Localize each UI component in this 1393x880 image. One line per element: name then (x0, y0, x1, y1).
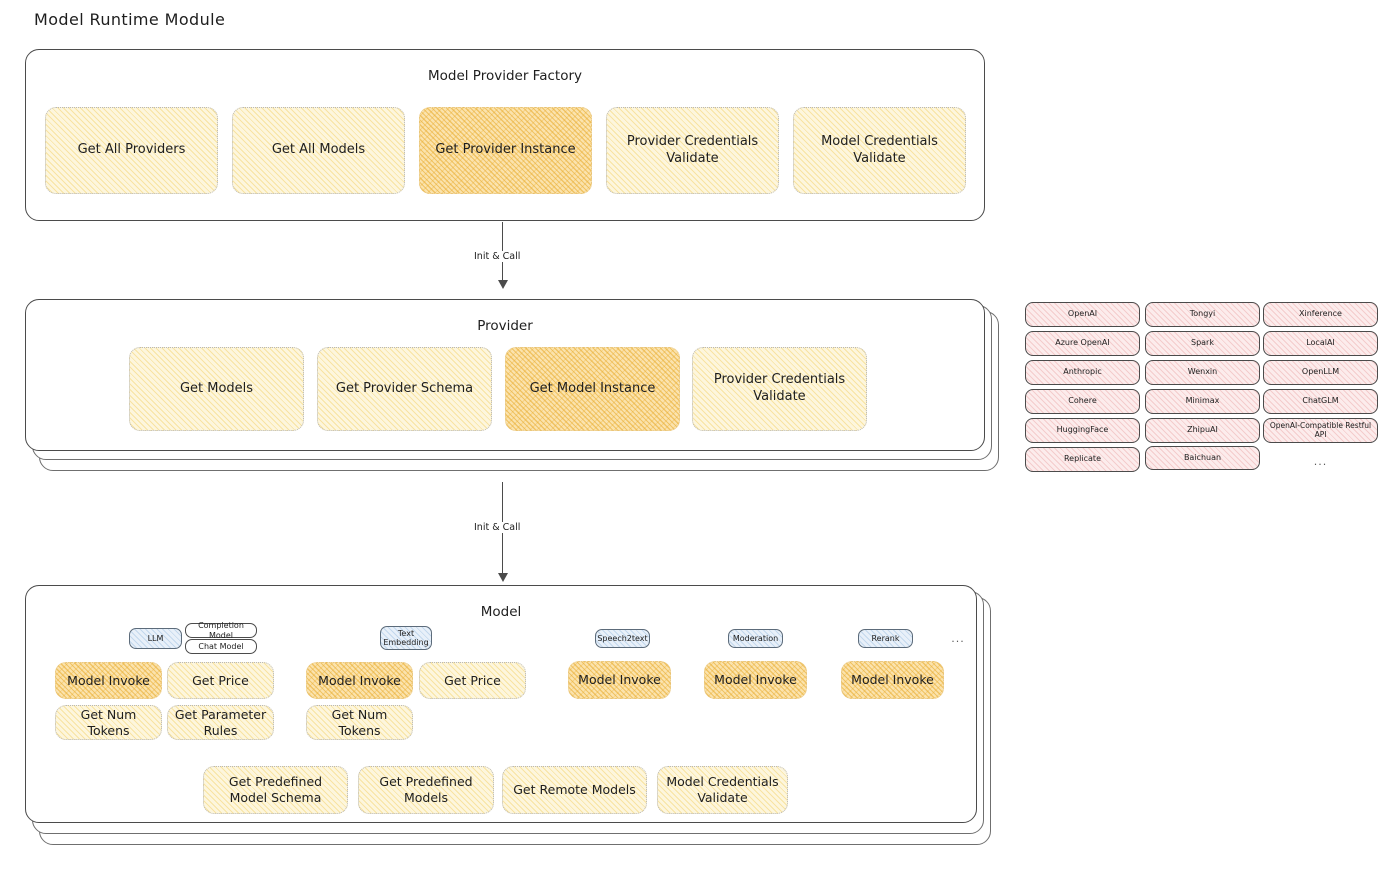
chip-chat-model[interactable]: Chat Model (185, 639, 257, 654)
model-group: Model (25, 585, 977, 823)
provider-pill-azure-openai[interactable]: Azure OpenAI (1025, 331, 1140, 356)
node-llm-model-invoke[interactable]: Model Invoke (55, 662, 162, 699)
node-rerank-model-invoke[interactable]: Model Invoke (841, 661, 944, 699)
chip-text-embedding[interactable]: Text Embedding (380, 626, 432, 650)
provider-pill-wenxin[interactable]: Wenxin (1145, 360, 1260, 385)
node-speech2text-model-invoke[interactable]: Model Invoke (568, 661, 671, 699)
node-get-predefined-model-schema[interactable]: Get Predefined Model Schema (203, 766, 348, 814)
node-get-provider-schema[interactable]: Get Provider Schema (317, 347, 492, 431)
provider-pill-tongyi[interactable]: Tongyi (1145, 302, 1260, 327)
node-embedding-get-price[interactable]: Get Price (419, 662, 526, 699)
chip-llm[interactable]: LLM (129, 628, 182, 649)
chip-speech2text[interactable]: Speech2text (595, 629, 650, 648)
provider-pill-zhipuai[interactable]: ZhipuAI (1145, 418, 1260, 443)
node-get-predefined-models[interactable]: Get Predefined Models (358, 766, 494, 814)
chip-rerank[interactable]: Rerank (858, 629, 913, 648)
node-get-model-instance[interactable]: Get Model Instance (505, 347, 680, 431)
provider-pill-replicate[interactable]: Replicate (1025, 447, 1140, 472)
node-model-credentials-validate[interactable]: Model Credentials Validate (657, 766, 788, 814)
provider-pill-cohere[interactable]: Cohere (1025, 389, 1140, 414)
provider-pill-openai[interactable]: OpenAI (1025, 302, 1140, 327)
node-get-remote-models[interactable]: Get Remote Models (502, 766, 647, 814)
provider-title: Provider (477, 318, 533, 334)
provider-pill-xinference[interactable]: Xinference (1263, 302, 1378, 327)
arrow-provider-to-model-label: Init & Call (470, 522, 525, 533)
provider-pill-openllm[interactable]: OpenLLM (1263, 360, 1378, 385)
model-provider-factory-title: Model Provider Factory (427, 68, 582, 84)
node-get-provider-instance[interactable]: Get Provider Instance (419, 107, 592, 194)
chip-moderation[interactable]: Moderation (728, 629, 783, 648)
provider-pill-baichuan[interactable]: Baichuan (1145, 446, 1260, 470)
provider-pill-chatglm[interactable]: ChatGLM (1263, 389, 1378, 414)
provider-pill-anthropic[interactable]: Anthropic (1025, 360, 1140, 385)
provider-pill-spark[interactable]: Spark (1145, 331, 1260, 356)
provider-pill-huggingface[interactable]: HuggingFace (1025, 418, 1140, 443)
node-llm-get-num-tokens[interactable]: Get Num Tokens (55, 705, 162, 740)
provider-pill-localai[interactable]: LocalAI (1263, 331, 1378, 356)
arrow-provider-to-model-head (497, 573, 508, 582)
node-get-all-providers[interactable]: Get All Providers (45, 107, 218, 194)
node-embedding-model-invoke[interactable]: Model Invoke (306, 662, 413, 699)
node-get-models[interactable]: Get Models (129, 347, 304, 431)
model-types-more: ... (951, 632, 965, 645)
provider-list-more: ... (1313, 455, 1328, 468)
node-embedding-get-num-tokens[interactable]: Get Num Tokens (306, 705, 413, 740)
node-provider-credentials-validate-factory[interactable]: Provider Credentials Validate (606, 107, 779, 194)
arrow-factory-to-provider-head (497, 280, 508, 289)
node-llm-get-parameter-rules[interactable]: Get Parameter Rules (167, 705, 274, 740)
node-provider-credentials-validate[interactable]: Provider Credentials Validate (692, 347, 867, 431)
page-title: Model Runtime Module (34, 10, 226, 29)
node-get-all-models[interactable]: Get All Models (232, 107, 405, 194)
chip-completion-model[interactable]: Completion Model (185, 621, 257, 640)
node-model-credentials-validate-factory[interactable]: Model Credentials Validate (793, 107, 966, 194)
model-title: Model (480, 604, 522, 620)
node-moderation-model-invoke[interactable]: Model Invoke (704, 661, 807, 699)
provider-pill-openai-compatible-restful-api[interactable]: OpenAI-Compatible Restful API (1263, 418, 1378, 443)
arrow-factory-to-provider-label: Init & Call (470, 251, 525, 262)
node-llm-get-price[interactable]: Get Price (167, 662, 274, 699)
provider-pill-minimax[interactable]: Minimax (1145, 389, 1260, 414)
